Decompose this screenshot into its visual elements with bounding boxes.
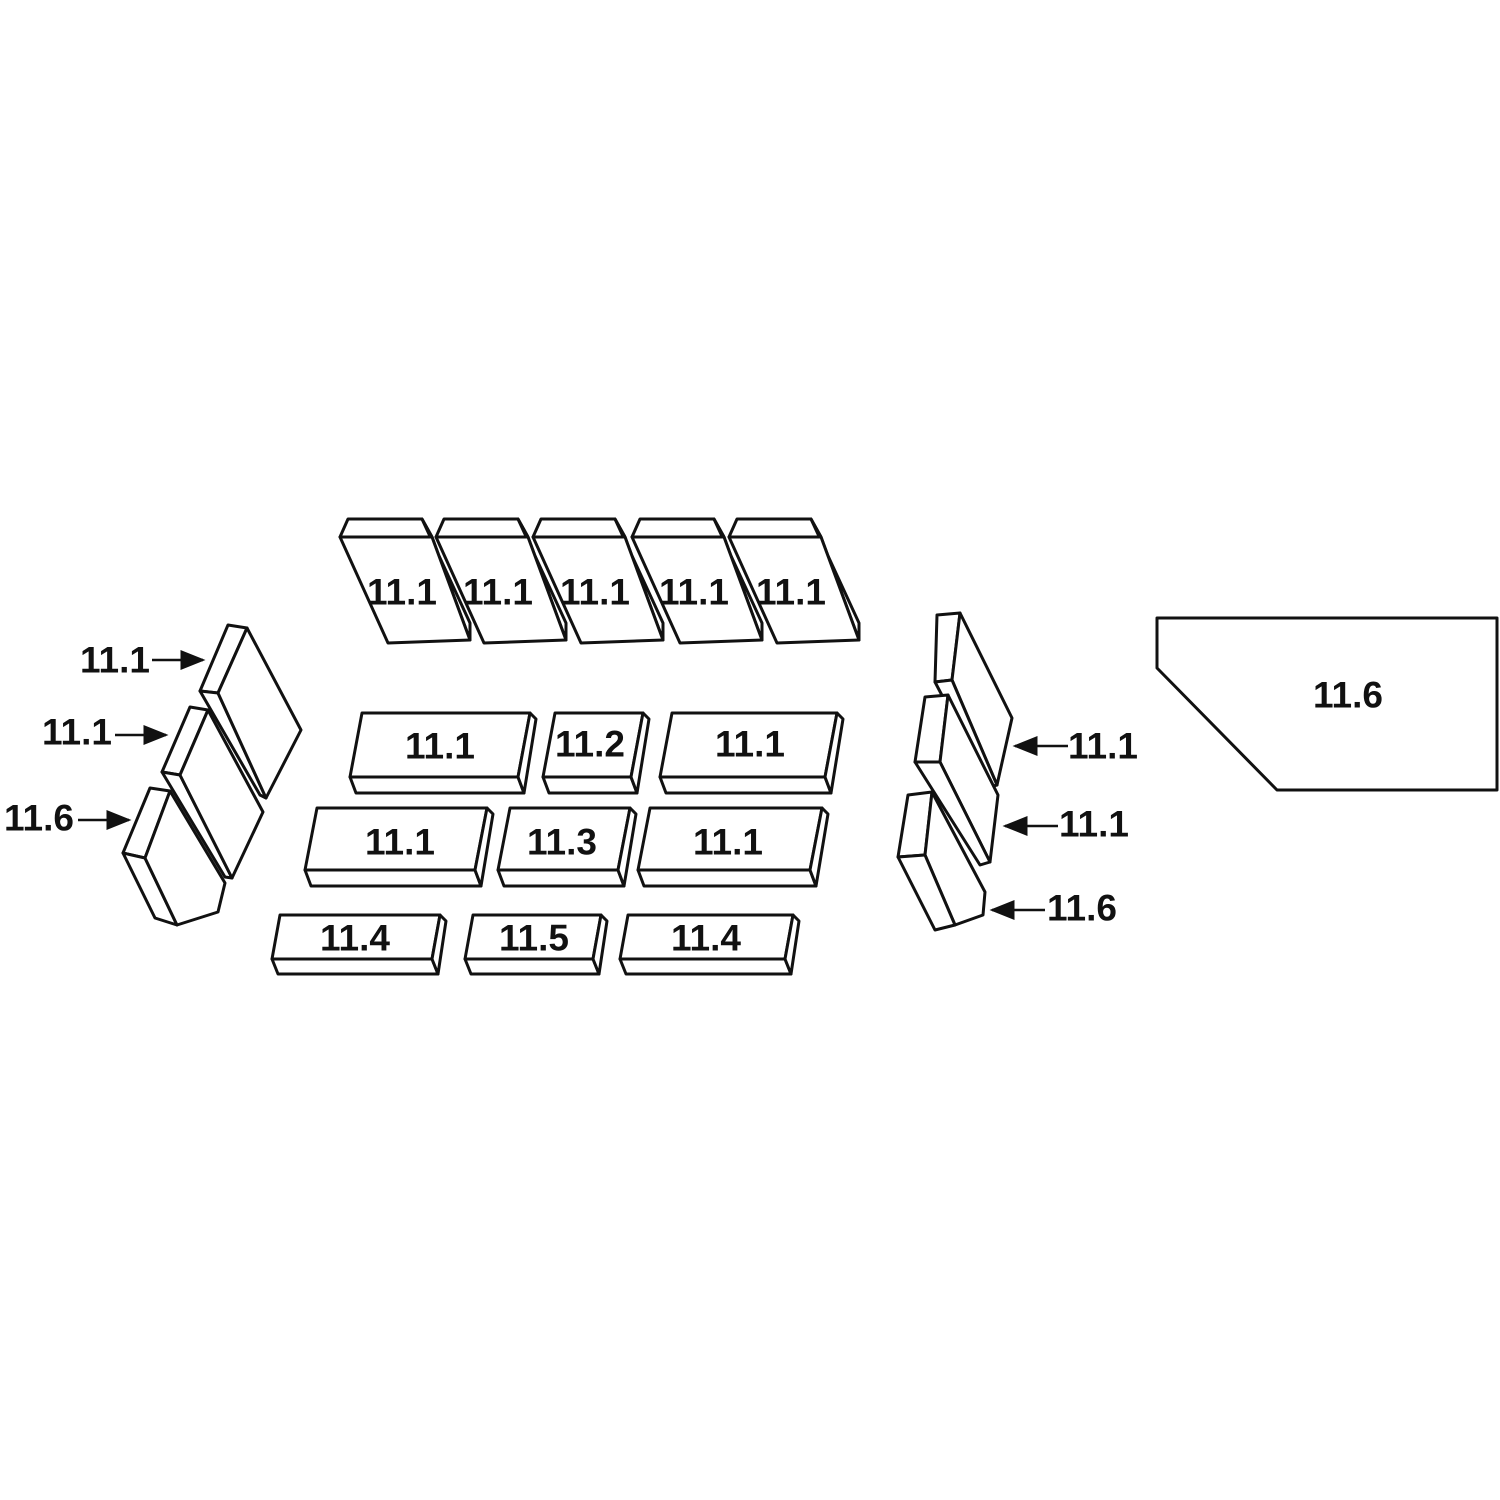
top-brick-label: 11.1 [367,572,437,613]
left-callout-label: 11.6 [4,798,74,839]
floor-brick-front-face [636,868,818,888]
floor-brick-front-face [463,957,601,976]
floor-brick-label: 11.4 [671,918,741,959]
floor-brick-front-face [496,868,626,888]
left-callout-label: 11.1 [80,640,150,681]
top-brick-label: 11.1 [560,572,630,613]
left-callout-label: 11.1 [42,712,112,753]
right-callout-label: 11.1 [1068,726,1138,767]
top-brick-front-face [531,535,665,645]
floor-brick-side-face [430,913,448,976]
top-brick-label: 11.1 [463,572,533,613]
top-brick-top-face [434,517,530,539]
floor-brick-side-face [591,913,609,976]
floor-brick-label: 11.1 [405,726,475,767]
side-panel-outline [1155,616,1499,792]
floor-brick-side-face [629,711,651,795]
floor-brick-front-face [348,775,526,795]
floor-brick-label: 11.2 [555,724,625,765]
left-brick-front-face [143,789,227,927]
floor-brick-side-face [808,806,830,888]
top-brick-top-face [727,517,823,539]
top-brick-top-face [630,517,726,539]
top-brick-front-face [434,535,568,645]
floor-brick-label: 11.5 [499,918,569,959]
floor-brick-side-face [516,711,538,795]
floor-brick-label: 11.1 [693,822,763,863]
floor-brick-label: 11.3 [527,822,597,863]
floor-brick-front-face [658,775,833,795]
floor-brick-label: 11.4 [320,918,390,959]
floor-brick-side-face [783,913,801,976]
top-brick-top-face [338,517,434,539]
floor-brick-front-face [270,957,440,976]
top-brick-front-face [338,535,472,645]
left-brick-front-face [216,626,303,800]
top-brick-front-face [630,535,764,645]
floor-brick-label: 11.1 [365,822,435,863]
top-brick-label: 11.1 [756,572,826,613]
floor-brick-front-face [618,957,793,976]
floor-brick-side-face [616,806,638,888]
floor-brick-front-face [541,775,639,795]
left-brick-front-face [178,708,265,880]
floor-brick-label: 11.1 [715,724,785,765]
right-callout-label: 11.6 [1047,888,1117,929]
floor-brick-side-face [473,806,495,888]
top-brick-front-face [727,535,861,645]
floor-brick-side-face [823,711,845,795]
floor-brick-front-face [303,868,483,888]
right-callout-label: 11.1 [1059,804,1129,845]
top-brick-label: 11.1 [659,572,729,613]
right-brick-edge-face [896,853,957,932]
right-brick-edge-face [913,760,992,867]
top-brick-top-face [531,517,627,539]
side-panel-label: 11.6 [1313,675,1383,716]
